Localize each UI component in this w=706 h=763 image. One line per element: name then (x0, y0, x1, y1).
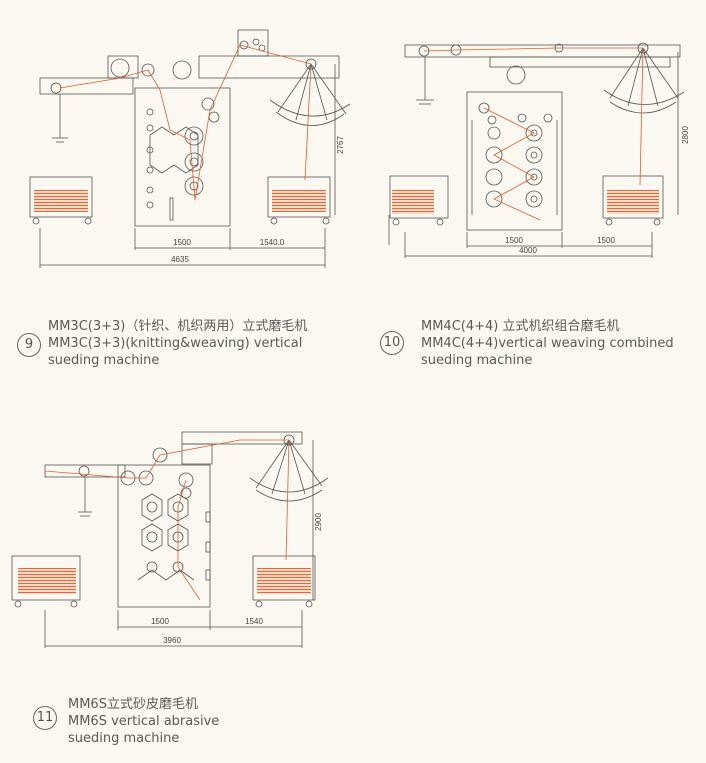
machine-11-title-en-2: sueding machine (68, 731, 180, 746)
m9-left-beam (39, 77, 134, 95)
machine-9-title-cn: MM3C(3+3)（针织、机织两用）立式磨毛机 (48, 319, 308, 334)
m11-frame (117, 464, 211, 608)
m11-dim-left: 1500 (151, 617, 169, 626)
machine-11-number: 11 (33, 706, 57, 730)
machine-11-title-en-1: MM6S vertical abrasive (68, 714, 220, 729)
machine-9-title-en-1: MM3C(3+3)(knitting&weaving) vertical (48, 336, 303, 351)
m10-dim-total: 4000 (519, 246, 537, 255)
machine-10-number: 10 (380, 331, 404, 355)
m10-dim-left: 1500 (505, 236, 523, 245)
m9-right-beam (198, 55, 340, 79)
machine-10-caption: MM4C(4+4) 立式机织组合磨毛机 MM4C(4+4)vertical we… (421, 318, 674, 369)
machine-9-caption: MM3C(3+3)（针织、机织两用）立式磨毛机 MM3C(3+3)(knitti… (48, 318, 307, 369)
m9-dim-right: 1540.0 (260, 238, 285, 247)
machine-11-caption: MM6S立式砂皮磨毛机 MM6S vertical abrasive suedi… (68, 696, 219, 747)
m9-dim-total: 4635 (171, 255, 189, 264)
m10-right-trolley (602, 175, 664, 226)
m10-dim-right: 1500 (597, 236, 615, 245)
m9-left-trolley (29, 176, 93, 225)
m9-right-trolley (267, 176, 331, 225)
m10-left-trolley (388, 175, 449, 245)
m11-right-beam (181, 431, 303, 445)
machine-9-title-en-2: sueding machine (48, 353, 160, 368)
machine-10-title-cn: MM4C(4+4) 立式机织组合磨毛机 (421, 319, 620, 334)
m9-dim-height: 2767 (336, 136, 345, 154)
m11-right-trolley (252, 555, 316, 608)
m9-frame (134, 87, 231, 227)
machine-9-number: 9 (17, 333, 41, 357)
m9-dim-left: 1500 (173, 238, 191, 247)
machine-10-drawing (388, 42, 685, 258)
machine-10-title-en-2: sueding machine (421, 353, 533, 368)
m10-dim-height: 2800 (681, 126, 690, 144)
machine-11-drawing (11, 431, 329, 648)
m11-dim-height: 2900 (314, 513, 323, 531)
machine-10-title-en-1: MM4C(4+4)vertical weaving combined (421, 336, 674, 351)
machine-11-title-cn: MM6S立式砂皮磨毛机 (68, 697, 198, 712)
machine-9-drawing (29, 29, 351, 268)
m11-left-beam (44, 464, 126, 478)
m11-dim-right: 1540 (245, 617, 263, 626)
m10-frame (466, 91, 563, 231)
m11-left-trolley (11, 555, 81, 608)
m11-dim-total: 3960 (163, 636, 181, 645)
